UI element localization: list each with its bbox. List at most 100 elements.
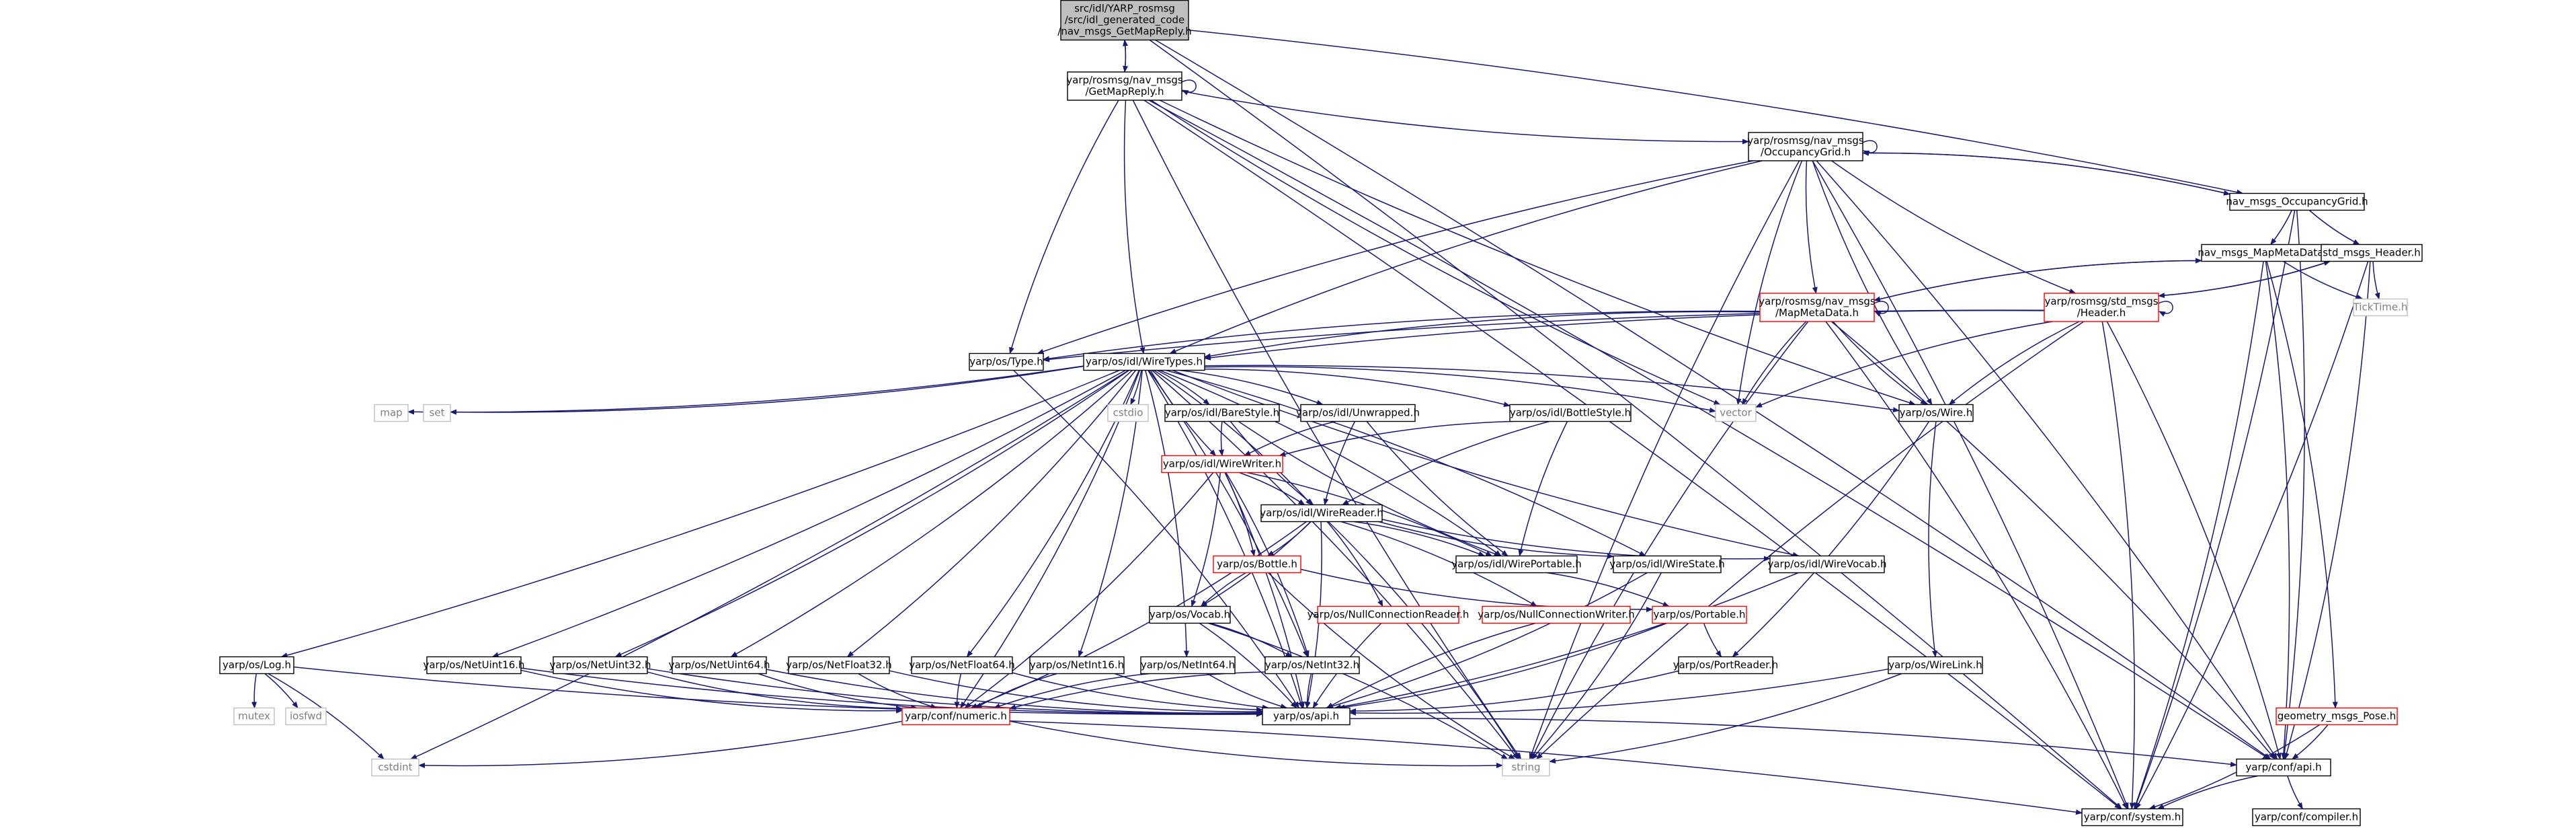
node-wirelink[interactable]: yarp/os/WireLink.h	[1888, 656, 1983, 675]
node-cstdio[interactable]: cstdio	[1107, 404, 1149, 422]
edge-netint16-to-osapi	[1114, 673, 1269, 710]
node-label-getmapreply: yarp/rosmsg/nav_msgs	[1066, 74, 1183, 87]
edge-rosmeta-to-vector	[1741, 321, 1807, 406]
node-confsystem[interactable]: yarp/conf/system.h	[2081, 808, 2183, 827]
edge-wiretypes-to-netuint32	[614, 369, 1130, 658]
node-geopose[interactable]: geometry_msgs_Pose.h	[2276, 707, 2398, 726]
edge-wiretypes-to-map	[407, 365, 1084, 415]
edge-wireportable-to-portable	[1547, 572, 1670, 607]
node-label-root: src/idl/YARP_rosmsg	[1074, 3, 1175, 15]
node-osapi[interactable]: yarp/os/api.h	[1262, 707, 1351, 726]
edge-unwrapped-to-wirereader	[1323, 421, 1356, 506]
node-label-wirevocab: yarp/os/idl/WireVocab.h	[1767, 558, 1886, 570]
node-cstdint[interactable]: cstdint	[371, 758, 419, 777]
node-bottle[interactable]: yarp/os/Bottle.h	[1213, 555, 1301, 574]
node-netuint64[interactable]: yarp/os/NetUint64.h	[668, 656, 770, 675]
node-log[interactable]: yarp/os/Log.h	[219, 656, 294, 675]
node-wire[interactable]: yarp/os/Wire.h	[1898, 404, 1974, 422]
node-netuint32[interactable]: yarp/os/NetUint32.h	[549, 656, 651, 675]
edge-navocc-to-stdheader	[2308, 209, 2360, 246]
node-netint64[interactable]: yarp/os/NetInt64.h	[1140, 656, 1236, 675]
node-netfloat32[interactable]: yarp/os/NetFloat32.h	[786, 656, 892, 675]
edge-bottle-to-string	[1268, 572, 1516, 760]
node-wirevocab[interactable]: yarp/os/idl/WireVocab.h	[1767, 555, 1887, 574]
node-wirestate[interactable]: yarp/os/idl/WireState.h	[1609, 555, 1725, 574]
node-confapi[interactable]: yarp/conf/api.h	[2236, 758, 2331, 777]
edge-rosmeta-to-rosmeta	[1874, 301, 1889, 317]
node-wiretypes[interactable]: yarp/os/idl/WireTypes.h	[1083, 352, 1205, 371]
node-confcompiler[interactable]: yarp/conf/compiler.h	[2252, 808, 2361, 827]
edge-rosheader-to-vector	[1755, 321, 2053, 408]
node-wireportable[interactable]: yarp/os/idl/WirePortable.h	[1451, 555, 1582, 574]
node-set[interactable]: set	[423, 404, 451, 422]
edge-geopose-to-confapi	[2292, 724, 2329, 760]
node-box-netuint32	[553, 656, 648, 675]
node-box-netfloat64	[911, 656, 1013, 675]
edge-navmeta-to-geopose	[2266, 261, 2338, 709]
edge-netint16-to-numeric	[975, 673, 1057, 709]
node-label-netfloat32: yarp/os/NetFloat32.h	[786, 659, 892, 671]
node-label-occgrid: yarp/rosmsg/nav_msgs	[1747, 135, 1864, 147]
edge-rosmeta-to-string	[1531, 321, 1809, 760]
node-unwrapped[interactable]: yarp/os/idl/Unwrapped.h	[1296, 404, 1420, 422]
edge-root-to-navocc	[1188, 29, 2244, 195]
node-ticktime[interactable]: TickTime.h	[2353, 298, 2408, 317]
node-box-rosmeta	[1759, 293, 1875, 322]
edge-wirereader-to-string	[1328, 521, 1520, 760]
node-box-wiretypes	[1083, 352, 1205, 371]
node-netint32[interactable]: yarp/os/NetInt32.h	[1264, 656, 1360, 675]
node-label-bottlestyle: yarp/os/idl/BottleStyle.h	[1510, 407, 1631, 419]
node-netfloat64[interactable]: yarp/os/NetFloat64.h	[909, 656, 1015, 675]
node-navocc[interactable]: nav_msgs_OccupancyGrid.h	[2226, 192, 2368, 211]
node-wirewriter[interactable]: yarp/os/idl/WireWriter.h	[1161, 455, 1283, 474]
node-label-netint16: yarp/os/NetInt16.h	[1030, 659, 1124, 671]
node-rosmeta[interactable]: yarp/rosmsg/nav_msgs/MapMetaData.h	[1759, 293, 1876, 322]
node-box-cstdint	[371, 758, 419, 777]
node-mutex[interactable]: mutex	[233, 707, 275, 726]
node-wirereader[interactable]: yarp/os/idl/WireReader.h	[1260, 504, 1383, 523]
node-label-rosmeta: yarp/rosmsg/nav_msgs	[1759, 295, 1876, 308]
edge-rosheader-to-string	[1535, 321, 2085, 760]
node-box-numeric	[901, 707, 1010, 726]
node-type[interactable]: yarp/os/Type.h	[969, 352, 1044, 371]
edge-numeric-to-confsystem	[1009, 720, 2083, 815]
node-nullwriter[interactable]: yarp/os/NullConnectionWriter.h	[1478, 605, 1635, 624]
edge-occgrid-to-string	[1529, 160, 1800, 760]
node-box-vector	[1715, 404, 1757, 422]
node-label-wirestate: yarp/os/idl/WireState.h	[1609, 558, 1724, 570]
node-string[interactable]: string	[1502, 758, 1550, 777]
nodes-layer: src/idl/YARP_rosmsg/src/idl_generated_co…	[219, 0, 2423, 827]
node-bottlestyle[interactable]: yarp/os/idl/BottleStyle.h	[1509, 404, 1632, 422]
edge-wire-to-portreader	[1732, 421, 1930, 658]
node-barestyle[interactable]: yarp/os/idl/BareStyle.h	[1164, 404, 1280, 422]
node-navmeta[interactable]: nav_msgs_MapMetaData.h	[2198, 243, 2333, 262]
edge-numeric-to-cstdint	[418, 720, 903, 768]
node-box-portable	[1652, 605, 1747, 624]
edge-root-to-confsystem	[1149, 39, 2122, 810]
node-vocab[interactable]: yarp/os/Vocab.h	[1149, 605, 1231, 624]
node-rosheader[interactable]: yarp/rosmsg/std_msgs/Header.h	[2044, 293, 2159, 322]
edge-wirewriter-to-numeric	[964, 472, 1214, 709]
edge-occgrid-to-wiretypes	[1169, 160, 1763, 354]
node-netuint16[interactable]: yarp/os/NetUint16.h	[423, 656, 525, 675]
node-label-geopose: geometry_msgs_Pose.h	[2278, 710, 2396, 723]
node-numeric[interactable]: yarp/conf/numeric.h	[901, 707, 1010, 726]
node-map[interactable]: map	[374, 404, 409, 422]
edge-log-to-cstdint	[268, 673, 385, 760]
node-stdheader[interactable]: std_msgs_Header.h	[2321, 243, 2423, 262]
node-portreader[interactable]: yarp/os/PortReader.h	[1673, 656, 1779, 675]
edge-occgrid-to-navocc	[1862, 152, 2230, 196]
node-nullreader[interactable]: yarp/os/NullConnectionReader.h	[1307, 605, 1470, 624]
node-occgrid[interactable]: yarp/rosmsg/nav_msgs/OccupancyGrid.h	[1747, 132, 1864, 161]
node-vector[interactable]: vector	[1715, 404, 1757, 422]
edge-netuint16-to-numeric	[520, 669, 903, 714]
node-getmapreply[interactable]: yarp/rosmsg/nav_msgs/GetMapReply.h	[1066, 71, 1183, 101]
node-label-netint64: yarp/os/NetInt64.h	[1141, 659, 1235, 671]
node-portable[interactable]: yarp/os/Portable.h	[1652, 605, 1747, 624]
node-netint16[interactable]: yarp/os/NetInt16.h	[1029, 656, 1125, 675]
node-root[interactable]: src/idl/YARP_rosmsg/src/idl_generated_co…	[1057, 0, 1192, 41]
edge-stdheader-to-confapi	[2284, 261, 2371, 760]
node-box-confapi	[2236, 758, 2331, 777]
edge-netint32-to-osapi	[1304, 673, 1312, 709]
node-iosfwd[interactable]: iosfwd	[285, 707, 327, 726]
